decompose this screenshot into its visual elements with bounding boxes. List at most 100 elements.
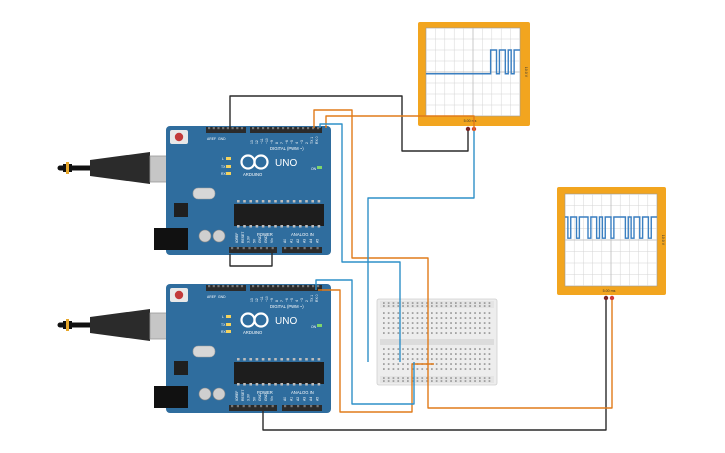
power-pin-label: RESET bbox=[241, 232, 245, 243]
chip-pin bbox=[237, 358, 240, 361]
chip-pin bbox=[261, 383, 265, 386]
digital-pin-label: ~6 bbox=[285, 298, 289, 302]
breadboard-hole bbox=[455, 358, 457, 360]
power-pin-label: Vin bbox=[270, 396, 274, 401]
chip-pin bbox=[274, 383, 277, 386]
digital-pin-label: ~5 bbox=[290, 140, 294, 144]
digital-pin-label: ~9 bbox=[270, 298, 274, 302]
breadboard-hole bbox=[483, 348, 486, 350]
breadboard-hole bbox=[387, 312, 390, 314]
digital-pin-label: ~6 bbox=[285, 140, 289, 144]
breadboard-hole bbox=[435, 317, 438, 319]
arduino-top-model: UNO bbox=[275, 158, 297, 169]
scope-bottom-probe-pos[interactable] bbox=[609, 295, 615, 301]
breadboard-hole bbox=[421, 358, 424, 360]
header-hole bbox=[292, 285, 295, 288]
scope-top-probe-neg[interactable] bbox=[465, 126, 471, 132]
analog-pin-label: A5 bbox=[316, 239, 320, 243]
chip-pin bbox=[292, 358, 296, 361]
wire-orange-top-scope[interactable] bbox=[325, 115, 475, 131]
breadboard-hole bbox=[397, 317, 400, 319]
breadboard-hole bbox=[421, 348, 424, 350]
header-hole bbox=[312, 285, 315, 288]
arduino-top-digital-header[interactable] bbox=[250, 127, 322, 133]
breadboard-hole bbox=[474, 353, 476, 355]
breadboard-hole bbox=[411, 322, 414, 324]
arduino-top-brand: ARDUINO bbox=[243, 172, 263, 177]
breadboard-hole bbox=[488, 368, 491, 370]
chip-pin bbox=[311, 383, 314, 386]
wires[interactable] bbox=[229, 95, 613, 431]
breadboard-hole bbox=[440, 380, 443, 382]
header-hole bbox=[257, 285, 260, 288]
breadboard-hole bbox=[402, 302, 404, 304]
breadboard-hole bbox=[488, 363, 491, 365]
breadboard-hole bbox=[407, 327, 409, 329]
breadboard-hole bbox=[402, 353, 404, 355]
chip-pin bbox=[280, 383, 283, 386]
arduino-bottom-power-jack bbox=[154, 386, 188, 408]
breadboard-hole bbox=[459, 332, 462, 334]
header-hole bbox=[231, 247, 234, 250]
chip-pin bbox=[237, 200, 240, 203]
breadboard-hole bbox=[435, 312, 438, 314]
usb-cable-bottom bbox=[57, 309, 177, 341]
breadboard[interactable] bbox=[376, 298, 498, 386]
breadboard-hole bbox=[445, 305, 448, 307]
breadboard-hole bbox=[464, 348, 467, 350]
breadboard-hole bbox=[383, 348, 385, 350]
breadboard-hole bbox=[431, 380, 433, 382]
breadboard-hole bbox=[411, 312, 414, 314]
header-hole bbox=[236, 405, 239, 408]
wire-orange-top-pin[interactable] bbox=[313, 109, 613, 409]
arduino-top-reset-button[interactable] bbox=[174, 132, 184, 142]
wire-black-bottom-gnd[interactable] bbox=[262, 300, 607, 431]
arduino-top-power-header[interactable] bbox=[229, 247, 277, 253]
breadboard-hole bbox=[464, 353, 467, 355]
arduino-bottom-power-header[interactable] bbox=[229, 405, 277, 411]
breadboard-hole bbox=[450, 368, 452, 370]
arduino-bottom-digital-header[interactable] bbox=[250, 285, 322, 291]
wire-blue-bottom-pin[interactable] bbox=[315, 279, 415, 405]
breadboard-hole bbox=[435, 363, 438, 365]
analog-pin-label: A1 bbox=[290, 397, 294, 401]
breadboard-hole bbox=[469, 380, 472, 382]
breadboard-hole bbox=[488, 322, 491, 324]
breadboard-hole bbox=[407, 317, 409, 319]
breadboard-hole bbox=[426, 332, 428, 334]
breadboard-hole bbox=[488, 358, 491, 360]
arduino-bottom-reset-button[interactable] bbox=[174, 290, 184, 300]
breadboard-hole bbox=[455, 348, 457, 350]
digital-pin-label: ~9 bbox=[270, 140, 274, 144]
digital-pin-label: 8 bbox=[275, 300, 279, 302]
breadboard-hole bbox=[450, 358, 452, 360]
wire-orange-bottom-pin[interactable] bbox=[318, 289, 434, 413]
oscilloscope-top[interactable]: 5.00 ms 10.0 V bbox=[418, 22, 530, 132]
wire-black-top-gnd[interactable] bbox=[229, 95, 469, 152]
wire-blue-top-pin[interactable] bbox=[319, 123, 401, 362]
wire-black-top-power[interactable] bbox=[229, 253, 273, 267]
breadboard-hole bbox=[416, 348, 419, 350]
chip-pin bbox=[261, 225, 265, 228]
digital-pin-label: ~10 bbox=[265, 296, 269, 302]
wire-blue-top-scope[interactable] bbox=[367, 131, 475, 362]
breadboard-hole bbox=[459, 327, 462, 329]
breadboard-hole bbox=[479, 312, 481, 314]
breadboard-hole bbox=[479, 380, 481, 382]
breadboard-hole bbox=[483, 358, 486, 360]
arduino-bottom-capacitor bbox=[198, 387, 212, 401]
oscilloscope-bottom[interactable]: 5.00 ms 10.0 V bbox=[557, 187, 666, 301]
power-pin-label: GND bbox=[264, 393, 268, 401]
arduino-bottom-analog-header[interactable] bbox=[282, 405, 322, 411]
breadboard-hole bbox=[483, 377, 486, 379]
breadboard-hole bbox=[387, 377, 390, 379]
scope-bottom-probe-neg[interactable] bbox=[603, 295, 609, 301]
arduino-top-analog-header[interactable] bbox=[282, 247, 322, 253]
analog-pin-label: A4 bbox=[309, 239, 313, 243]
arduino-bottom-header-left bbox=[206, 285, 246, 291]
power-pin-label: IOREF bbox=[235, 391, 239, 401]
